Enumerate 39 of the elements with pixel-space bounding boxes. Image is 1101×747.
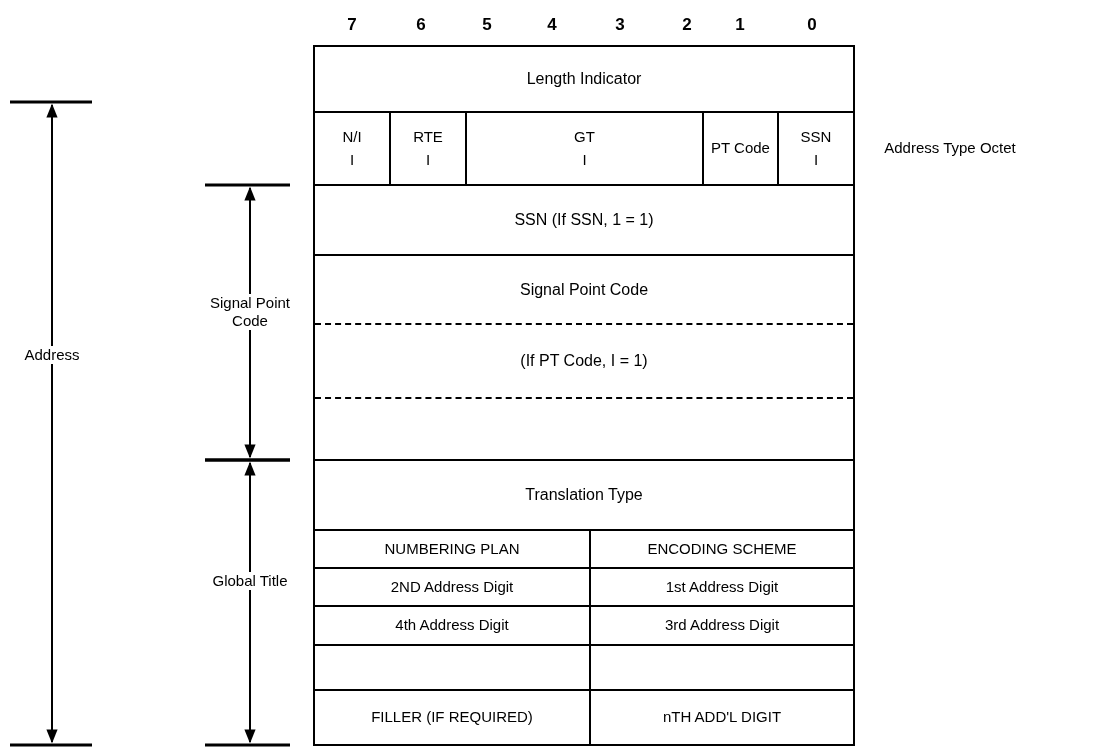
field-label: FILLER (IF REQUIRED)	[371, 708, 533, 726]
field-label: SSN (If SSN, 1 = 1)	[514, 211, 654, 228]
field-box	[313, 459, 855, 531]
field-label: RTE	[413, 128, 443, 145]
field-label: I	[813, 150, 819, 168]
field-label: (If PT Code, I = 1)	[520, 351, 648, 371]
field-box	[313, 45, 855, 113]
field-label: 3rd Address Digit	[664, 616, 780, 634]
field-label: ENCODING SCHEME	[647, 539, 797, 557]
field-label: Length Indicator	[526, 70, 642, 87]
bit-number: 4	[547, 14, 557, 36]
field-label: 2ND Address Digit	[390, 577, 514, 595]
field-box	[313, 689, 591, 746]
field-label: Signal Point Code	[519, 280, 649, 300]
bit-number: 1	[735, 14, 745, 36]
field-label: PT Code	[711, 139, 770, 157]
dimension-label: Address	[24, 346, 80, 364]
field-label: SSN	[800, 128, 832, 145]
field-label: 4th Address Digit	[395, 616, 509, 634]
field-label: nTH ADD'L DIGIT	[662, 708, 782, 726]
field-label: I	[349, 150, 355, 168]
bit-number: 5	[482, 14, 492, 36]
field-box	[589, 689, 855, 746]
field-label: NUMBERING PLAN	[384, 539, 520, 557]
field-label: I	[425, 150, 431, 168]
bit-number: 3	[615, 14, 625, 36]
field-box	[313, 184, 855, 256]
field-label: GT	[574, 128, 595, 145]
octet-label: Address Type Octet	[884, 139, 1016, 157]
field-label: 1st Address Digit	[665, 577, 779, 595]
bit-number: 2	[682, 14, 692, 36]
field-label: Translation Type	[525, 486, 643, 503]
bit-number: 7	[347, 14, 357, 36]
bit-number: 0	[807, 14, 817, 36]
field-label: I	[582, 150, 587, 168]
bit-number: 6	[416, 14, 426, 36]
field-label: N/I	[342, 128, 362, 145]
dimension-label: Global Title	[212, 572, 288, 590]
field-box	[313, 254, 855, 461]
